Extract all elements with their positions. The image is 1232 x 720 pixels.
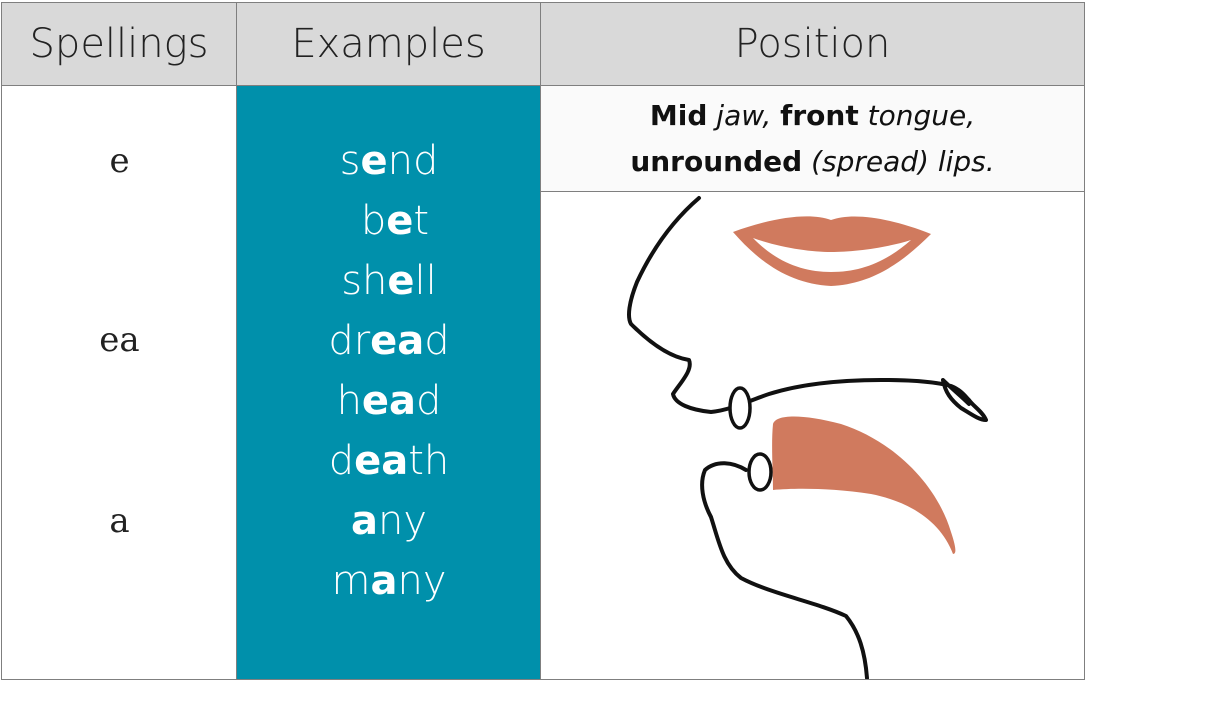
example-word: any (350, 498, 428, 544)
header-spellings: Spellings (2, 3, 237, 86)
face-profile-line (627, 196, 988, 422)
mouth-diagram (541, 192, 1084, 679)
example-word: bet (360, 198, 430, 244)
mouth-profile-illustration (627, 196, 988, 679)
example-word: death (328, 438, 450, 484)
chin-neck-line (700, 461, 869, 679)
lower-tooth (747, 452, 773, 492)
example-word: head (336, 378, 442, 424)
example-word: dread (328, 318, 450, 364)
position-line-1: Mid jaw, front tongue, (649, 98, 976, 132)
spelling-a: a (109, 501, 130, 541)
header-position: Position (541, 3, 1084, 86)
header-examples: Examples (237, 3, 541, 86)
spellings-column: e ea a (2, 86, 237, 679)
spread-lips-shape (733, 216, 931, 286)
example-word: many (331, 558, 447, 604)
example-word: shell (341, 258, 437, 304)
spelling-e: e (109, 141, 130, 181)
example-word: send (339, 138, 439, 184)
position-description: Mid jaw, front tongue, unrounded (spread… (541, 86, 1084, 192)
phonics-table: Spellings Examples Position e ea a send … (1, 2, 1085, 680)
tongue-shape (772, 416, 956, 554)
position-line-2: unrounded (spread) lips. (630, 144, 995, 178)
upper-tooth (728, 386, 752, 430)
spelling-ea: ea (99, 320, 140, 360)
examples-column: send bet shell dread head death any many (237, 86, 541, 679)
